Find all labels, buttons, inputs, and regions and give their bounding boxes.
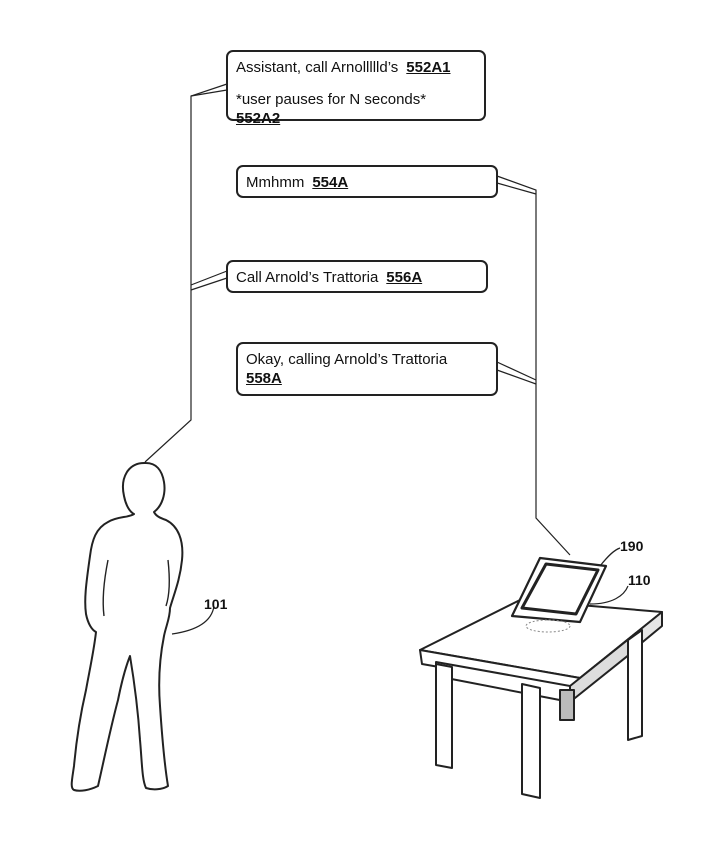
label-device: 190	[620, 538, 644, 554]
reference-numeral: 558A	[246, 370, 282, 387]
device-leader-line	[599, 547, 621, 567]
bubble-text: Call Arnold’s Trattoria	[236, 269, 379, 286]
bubble-556a: Call Arnold’s Trattoria 556A	[226, 260, 488, 293]
reference-numeral: 556A	[386, 269, 423, 286]
user-figure	[70, 461, 184, 792]
user-connectors	[144, 83, 228, 463]
bubble-558a: Okay, calling Arnold’s Trattoria 558A	[236, 342, 498, 396]
bubble-text: Assistant, call Arnollllld’s	[236, 59, 399, 76]
bubble-552a: Assistant, call Arnollllld’s 552A1 *user …	[226, 50, 486, 127]
label-user: 101	[204, 596, 228, 612]
user-leader-line	[171, 605, 215, 635]
reference-numeral: 554A	[312, 174, 349, 191]
bubble-line-552a1: Assistant, call Arnollllld’s 552A1	[236, 58, 476, 77]
device	[510, 556, 608, 633]
display-leader-line	[589, 585, 629, 605]
device-connectors	[496, 175, 571, 556]
bubble-554a: Mmhmm 554A	[236, 165, 498, 198]
bubble-text: Okay, calling Arnold’s Trattoria	[246, 351, 448, 368]
label-display: 110	[628, 572, 651, 588]
reference-numeral: 552A1	[406, 59, 451, 76]
table	[419, 599, 663, 799]
bubble-text: *user pauses for N seconds*	[236, 91, 427, 108]
reference-numeral: 552A2	[236, 110, 281, 127]
bubble-text: Mmhmm	[246, 174, 305, 191]
bubble-line-552a2: *user pauses for N seconds* 552A2	[236, 90, 476, 128]
